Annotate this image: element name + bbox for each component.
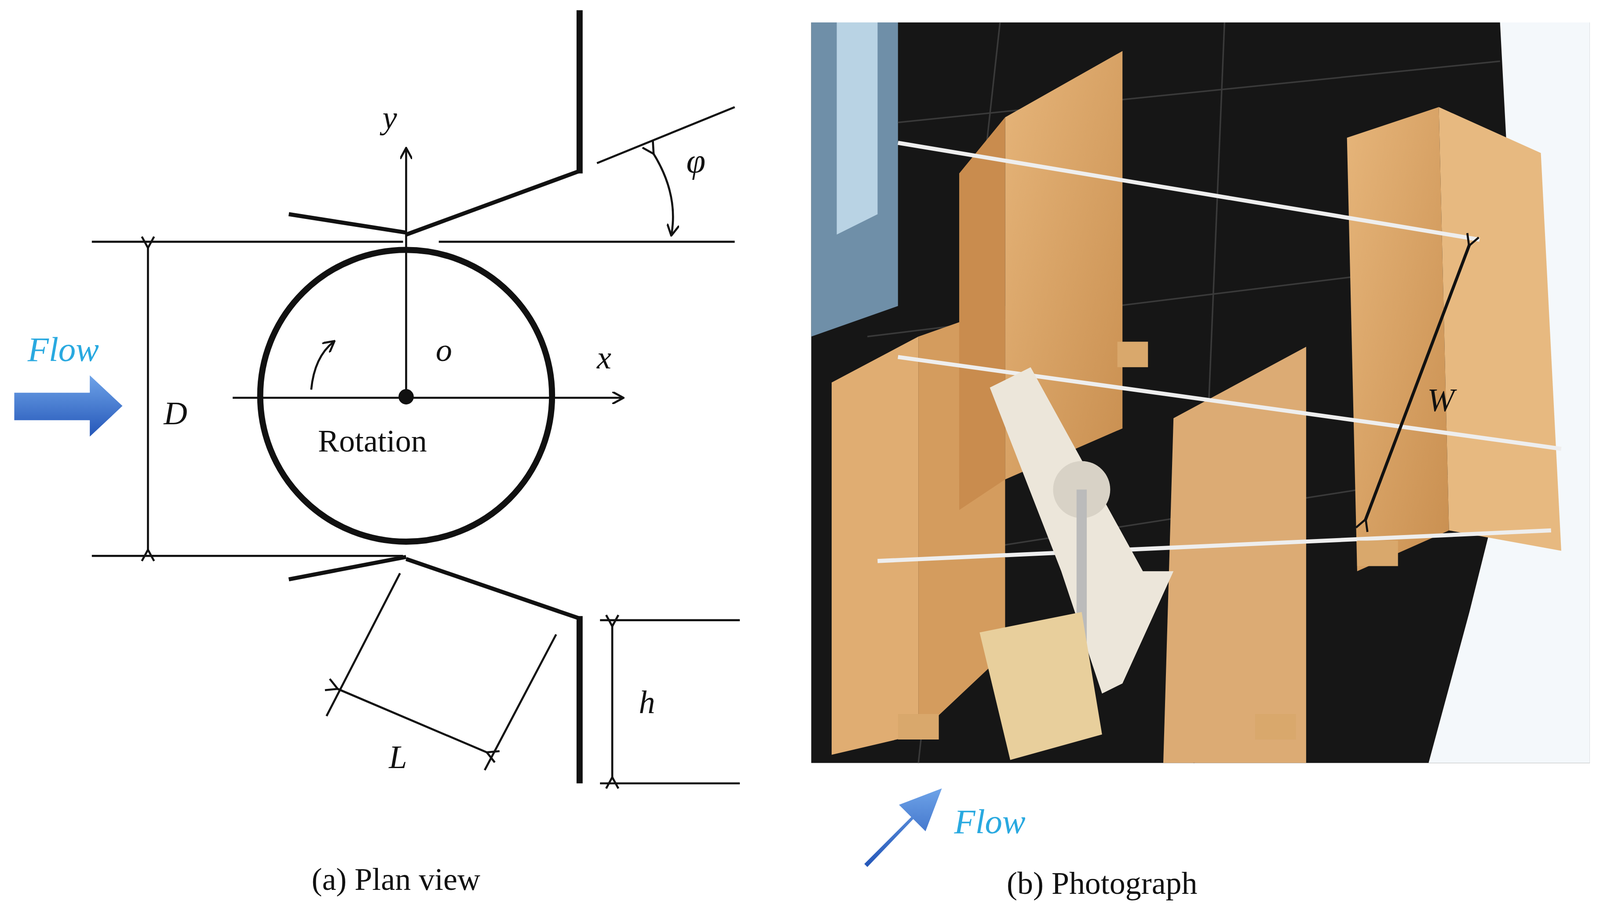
rotation-label: Rotation [317,424,428,457]
dimension-label: W [1427,383,1455,417]
axis-label: y [382,101,398,134]
panel-caption: (b) Photograph [1006,867,1198,900]
origin-label: o [435,333,453,367]
flow-label: Flow [953,804,1026,840]
dimension-label: D [163,396,188,430]
plan-view [14,10,740,784]
dimension-label: h [638,685,655,719]
panel-caption: (a) Plan view [311,863,480,896]
angle-label: φ [686,143,706,179]
dimension-label: L [388,740,407,774]
flow-label: Flow [27,332,99,368]
axis-label: x [596,340,612,374]
photograph [811,22,1590,868]
